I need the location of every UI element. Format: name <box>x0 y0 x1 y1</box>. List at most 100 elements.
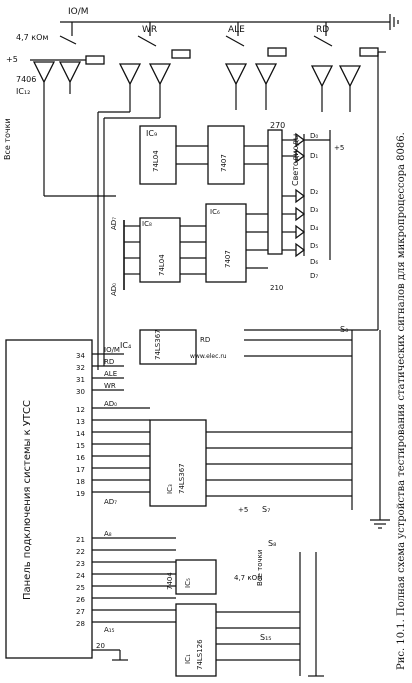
ic-7407-top-box <box>207 125 245 185</box>
ic4-box <box>139 329 197 365</box>
driver-feed-lines <box>43 52 379 370</box>
label-ad0-upper: AD₀ <box>110 283 118 296</box>
led-r210: 210 <box>270 284 283 292</box>
led-d3: D₃ <box>310 206 318 214</box>
label-plus5-mid: +5 <box>238 506 248 514</box>
ic8-ic6-links <box>180 213 268 275</box>
panel-label: Панель подключения системы к УТСС <box>22 400 33 600</box>
label-ohm-mid: 4,7 кОм <box>234 574 262 582</box>
label-a15-panel: A₁₅ <box>104 626 115 634</box>
led-plus5: +5 <box>334 144 344 152</box>
top-driver-rd <box>310 22 386 98</box>
ic1-part: 74LS126 <box>196 639 204 670</box>
ic4-part: 74LS367 <box>154 329 162 360</box>
svg-text:24: 24 <box>76 572 85 580</box>
led-d0: D₀ <box>310 132 318 140</box>
led-d6: D₆ <box>310 258 318 266</box>
svg-text:25: 25 <box>76 584 85 592</box>
svg-text:12: 12 <box>76 406 85 414</box>
figure-caption: Рис. 10.1. Полная схема устройства тести… <box>396 132 407 670</box>
label-s15: S₁₅ <box>260 633 272 642</box>
ic9-box <box>139 125 177 185</box>
label-iom-top: IO/M <box>68 7 89 17</box>
led-title: Светодиоды <box>291 134 300 186</box>
ic5-name: IC₅ <box>184 578 192 588</box>
label-ad0-panel: AD₀ <box>104 400 117 408</box>
svg-text:20: 20 <box>96 642 105 650</box>
label-iom-panel: IO/M <box>104 346 120 354</box>
svg-text:21: 21 <box>76 536 85 544</box>
led-d1: D₁ <box>310 152 318 160</box>
led-d5: D₅ <box>310 242 318 250</box>
label-s8: S₈ <box>268 539 276 548</box>
svg-text:30: 30 <box>76 388 85 396</box>
panel-pin-lines <box>92 353 176 661</box>
label-s0: S₀ <box>340 325 348 334</box>
ic3-box <box>149 419 207 507</box>
label-plus5-top: +5 <box>6 55 18 64</box>
label-chip-c12-name: IC₁₂ <box>16 87 30 96</box>
svg-text:28: 28 <box>76 620 85 628</box>
svg-text:13: 13 <box>76 418 85 426</box>
svg-text:31: 31 <box>76 376 85 384</box>
label-ohm-top: 4,7 кОм <box>16 33 48 42</box>
top-driver-wr <box>118 22 191 98</box>
svg-text:32: 32 <box>76 364 85 372</box>
label-ad7-upper: AD₇ <box>110 217 118 230</box>
switch-bank-s8-s15 <box>216 552 324 677</box>
label-wr-panel: WR <box>104 382 116 390</box>
led-d2: D₂ <box>310 188 318 196</box>
led-resistor-label: 270 <box>270 121 285 130</box>
ic1-name: IC₁ <box>184 654 192 664</box>
svg-text:15: 15 <box>76 442 85 450</box>
ic4-name: IC₄ <box>120 341 131 350</box>
svg-text:16: 16 <box>76 454 85 462</box>
ic-7407-top-part: 7407 <box>220 154 228 172</box>
led-bank <box>244 129 331 260</box>
ic8-part: 74L04 <box>158 254 166 276</box>
top-ground-rail <box>60 14 399 30</box>
ic8-box <box>139 217 181 283</box>
svg-text:17: 17 <box>76 466 85 474</box>
label-rd-top: RD <box>316 25 329 35</box>
svg-text:27: 27 <box>76 608 85 616</box>
svg-text:26: 26 <box>76 596 85 604</box>
label-ale-panel: ALE <box>104 370 117 378</box>
switch-bank-s0-s7 <box>206 330 390 529</box>
label-s7: S₇ <box>262 505 270 514</box>
label-rd-panel: RD <box>104 358 114 366</box>
ic3-name: IC₃ <box>166 484 174 494</box>
label-all-points-top: Все точки <box>3 118 12 160</box>
ic5-part: 7404 <box>166 572 174 590</box>
svg-text:34: 34 <box>76 352 85 360</box>
connector-panel <box>5 339 93 659</box>
label-ad7-panel: AD₇ <box>104 498 117 506</box>
svg-text:19: 19 <box>76 490 85 498</box>
top-driver-ale <box>224 22 287 98</box>
label-rd-mid: RD <box>200 336 210 344</box>
ic9-name: IC₉ <box>146 129 157 138</box>
ic6-box <box>205 203 247 283</box>
panel-pin-numbers: 34 32 31 30 12 13 14 15 16 17 18 19 21 2… <box>76 352 105 650</box>
svg-text:18: 18 <box>76 478 85 486</box>
ic1-box <box>175 603 217 677</box>
label-chip-c12: 7406 <box>16 75 36 84</box>
svg-text:23: 23 <box>76 560 85 568</box>
svg-text:22: 22 <box>76 548 85 556</box>
ad-bus-vertical <box>123 220 140 290</box>
top-driver-iom <box>30 22 105 94</box>
ic3-part: 74LS367 <box>178 463 186 494</box>
led-d4: D₄ <box>310 224 318 232</box>
label-a8-panel: A₈ <box>104 530 112 538</box>
led-d7: D₇ <box>310 272 318 280</box>
label-ale-top: ALE <box>228 25 245 35</box>
ic6-part: 7407 <box>224 250 232 268</box>
ic5-box <box>175 559 217 595</box>
ic8-name: IC₈ <box>142 220 152 228</box>
ic6-name: IC₆ <box>210 208 220 216</box>
label-all-points-mid: Все точки <box>256 550 264 586</box>
watermark: www.elec.ru <box>190 353 227 360</box>
svg-text:14: 14 <box>76 430 85 438</box>
ic9-part: 74L04 <box>152 150 160 172</box>
